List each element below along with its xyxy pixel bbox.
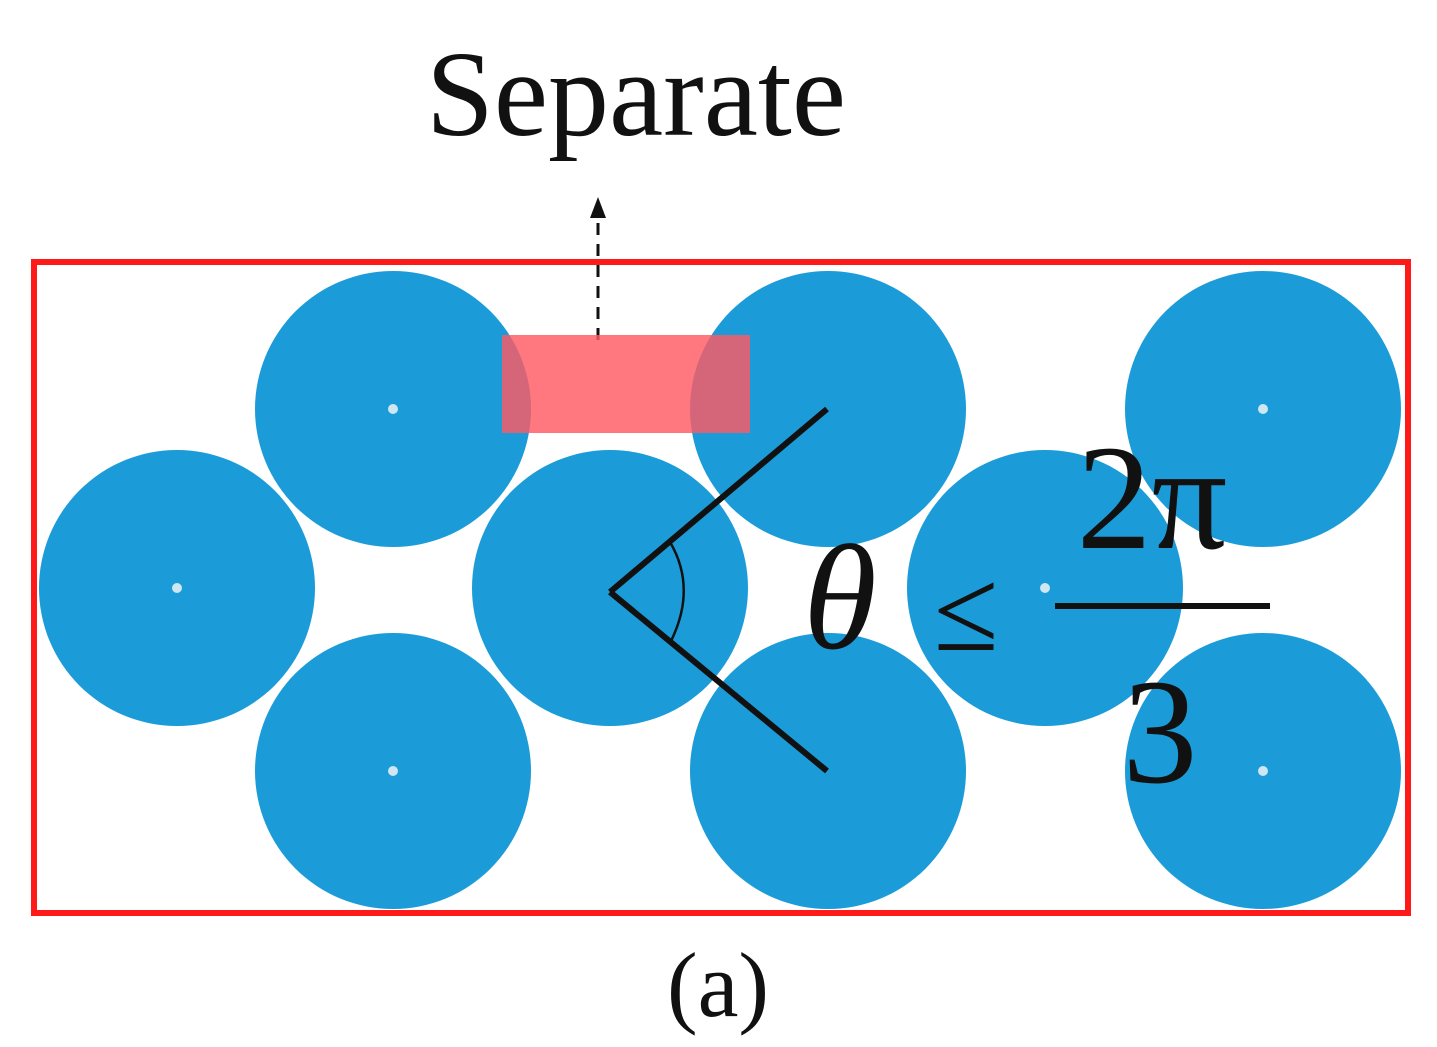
particle-center-dot bbox=[172, 583, 182, 593]
particle-center-dot bbox=[388, 766, 398, 776]
leq-symbol: ≤ bbox=[934, 545, 999, 676]
domain-frame bbox=[31, 259, 1411, 916]
particle-center-dot bbox=[1258, 766, 1268, 776]
fraction-numerator: 2π bbox=[1077, 415, 1228, 581]
theta-symbol: θ bbox=[803, 515, 877, 681]
separate-label: Separate bbox=[426, 27, 846, 162]
particle-centers bbox=[172, 404, 1268, 776]
particle-circle bbox=[690, 271, 966, 547]
angle-ray-lower bbox=[608, 589, 829, 774]
particle-center-dot bbox=[1040, 583, 1050, 593]
separation-region bbox=[502, 335, 750, 433]
separate-arrow bbox=[590, 197, 606, 340]
angle-inequality: θ ≤ 2π 3 bbox=[803, 415, 1270, 815]
angle-arc bbox=[668, 541, 685, 642]
angle-marker bbox=[608, 406, 829, 774]
fraction-denominator: 3 bbox=[1123, 649, 1198, 815]
particle-circle bbox=[690, 633, 966, 909]
particle-circle bbox=[472, 450, 748, 726]
angle-ray-upper bbox=[608, 406, 829, 595]
particle-center-dot bbox=[388, 404, 398, 414]
figure-caption: (a) bbox=[667, 934, 769, 1036]
particle-center-dot bbox=[1258, 404, 1268, 414]
